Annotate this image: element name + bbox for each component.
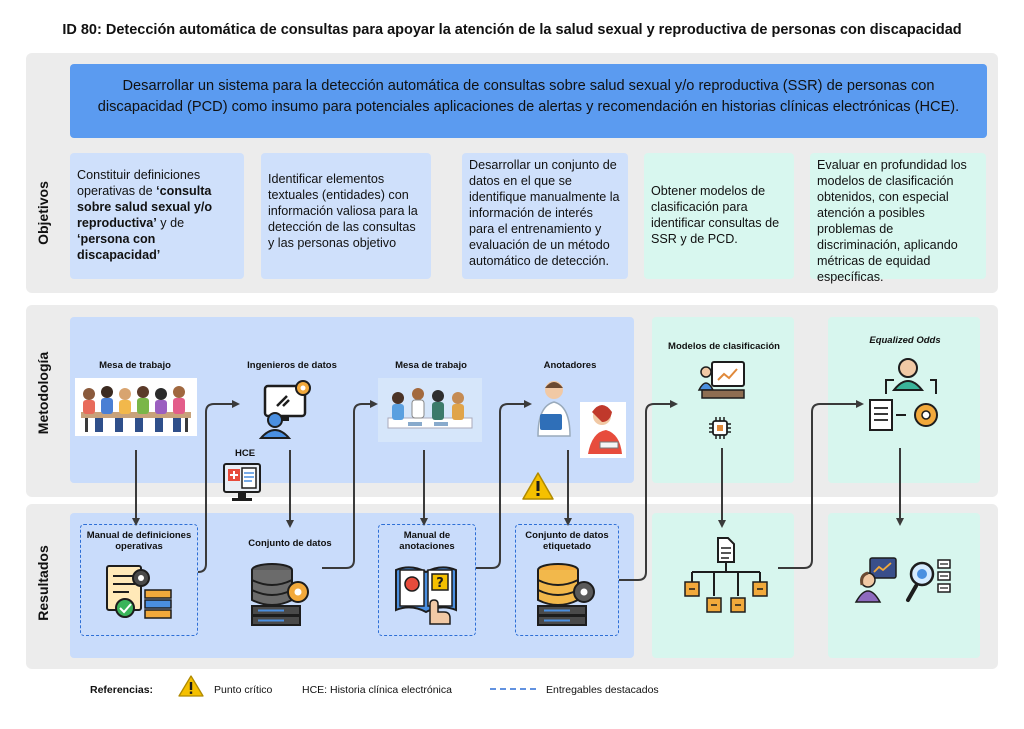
annotation-meeting-illustration <box>378 378 482 442</box>
label-equalized-odds: Equalized Odds <box>840 335 970 346</box>
critical-point-warning-icon <box>522 472 554 500</box>
legend-warning-icon <box>178 675 204 697</box>
objective-card-3: Desarrollar un conjunto de datos en el q… <box>462 153 628 279</box>
electronic-health-record-icon <box>223 463 261 501</box>
labeled-database-icon <box>537 563 595 626</box>
classification-tree-icon <box>684 537 768 613</box>
objective-3-text: Desarrollar un conjunto de datos en el q… <box>469 158 620 268</box>
legend-dashed-line <box>490 688 536 690</box>
objective-card-1: Constituir definiciones operativas de ‘c… <box>70 153 244 279</box>
arrow-manual-def-to-ingenieros <box>197 400 240 573</box>
legend-deliverables: Entregables destacados <box>546 684 659 696</box>
equalized-odds-text: Equalized Odds <box>869 335 941 346</box>
annotators-illustration <box>537 381 626 458</box>
svg-text:?: ? <box>436 576 444 591</box>
arrow-tree-to-equalized <box>778 400 864 569</box>
database-icon <box>251 563 309 626</box>
search-analysis-icon <box>906 559 951 602</box>
references-label: Referencias: <box>90 684 154 696</box>
fairness-evaluation-icon <box>869 358 938 431</box>
label-modelos: Modelos de clasificación <box>668 341 780 352</box>
label-mesa-trabajo-2: Mesa de trabajo <box>395 360 467 371</box>
page-title: ID 80: Detección automática de consultas… <box>62 22 962 38</box>
label-hce: HCE <box>234 448 256 459</box>
data-engineer-icon <box>258 380 311 439</box>
legend-critical-point: Punto crítico <box>214 684 273 696</box>
objective-card-2: Identificar elementos textuales (entidad… <box>261 153 431 279</box>
objective-card-4: Obtener modelos de clasificación para id… <box>644 153 794 279</box>
objective-4-text: Obtener modelos de clasificación para id… <box>651 184 780 246</box>
label-ingenieros: Ingenieros de datos <box>247 360 337 371</box>
label-manual-definiciones: Manual de definiciones operativas <box>86 530 192 552</box>
label-anotadores: Anotadores <box>543 360 597 371</box>
label-mesa-trabajo-1: Mesa de trabajo <box>99 360 171 371</box>
evaluation-methodology-area <box>828 317 980 483</box>
legend-hce: HCE: Historia clínica electrónica <box>302 684 452 696</box>
objective-5-text: Evaluar en profundidad los modelos de cl… <box>817 158 967 284</box>
arrow-manual-anot-to-anotadores <box>476 400 532 569</box>
objective-1-mid: y de <box>156 216 185 230</box>
label-conjunto-datos: Conjunto de datos <box>248 538 332 549</box>
operational-definitions-manual-icon <box>106 565 172 619</box>
processor-chip-icon <box>709 417 731 439</box>
label-manual-anotaciones: Manual de anotaciones <box>399 530 455 552</box>
evaluation-results-area <box>828 513 980 658</box>
arrow-conjunto-to-mesa2 <box>322 400 378 569</box>
general-objective: Desarrollar un sistema para la detección… <box>70 64 987 138</box>
objective-1-bold-2: ‘persona con discapacidad’ <box>77 232 161 262</box>
objective-2-text: Identificar elementos textuales (entidad… <box>268 172 418 250</box>
classification-model-icon <box>697 361 745 399</box>
objective-1-pre: Constituir definiciones operativas de <box>77 168 201 198</box>
annotation-manual-icon: ? <box>395 566 457 625</box>
analysis-person-icon <box>854 557 897 603</box>
objective-1-bold-1: ‘consulta sobre salud sexual y/o reprodu… <box>77 184 213 230</box>
label-conjunto-etiquetado: Conjunto de datos etiquetado <box>525 530 609 552</box>
arrow-etiquetado-to-modelos <box>619 400 678 581</box>
meeting-group-illustration <box>75 378 197 436</box>
objective-card-5: Evaluar en profundidad los modelos de cl… <box>810 153 986 284</box>
